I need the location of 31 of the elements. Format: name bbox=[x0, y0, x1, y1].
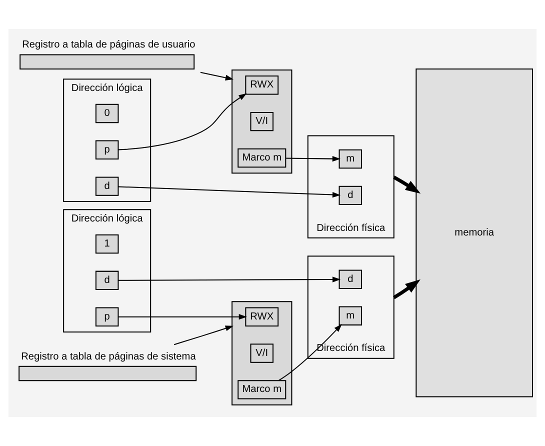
arrow bbox=[392, 279, 420, 300]
arrow bbox=[118, 314, 247, 320]
arrow bbox=[118, 186, 341, 198]
node-box: d bbox=[95, 270, 119, 290]
node-box: p bbox=[95, 307, 119, 326]
node-box: d bbox=[338, 186, 362, 206]
arrow bbox=[286, 156, 340, 162]
arrow bbox=[118, 93, 247, 150]
node-box: RWX bbox=[245, 76, 279, 95]
node-box: V/I bbox=[250, 112, 274, 132]
node-label: Registro a tabla de páginas de usuario bbox=[22, 40, 196, 51]
node-box: V/I bbox=[250, 344, 274, 363]
node-label: Registro a tabla de páginas de sistema bbox=[21, 351, 196, 362]
node-box: Marco m bbox=[238, 380, 286, 400]
arrow bbox=[174, 326, 234, 346]
node-box: RWX bbox=[245, 307, 279, 326]
node-box: m bbox=[338, 306, 362, 326]
cluster bbox=[232, 301, 292, 406]
node-box: m bbox=[338, 149, 362, 169]
node-box: 1 bbox=[95, 234, 119, 254]
node-box: d bbox=[338, 270, 362, 290]
cluster bbox=[232, 69, 292, 174]
arrow bbox=[200, 72, 234, 80]
arrow bbox=[393, 176, 421, 194]
arrow bbox=[118, 276, 341, 282]
node-box: 0 bbox=[95, 104, 119, 124]
node-box: memoria bbox=[416, 68, 534, 398]
node-box: p bbox=[95, 140, 119, 160]
node-box: Marco m bbox=[238, 148, 286, 168]
arrow bbox=[278, 324, 342, 381]
node-box: d bbox=[95, 176, 119, 196]
